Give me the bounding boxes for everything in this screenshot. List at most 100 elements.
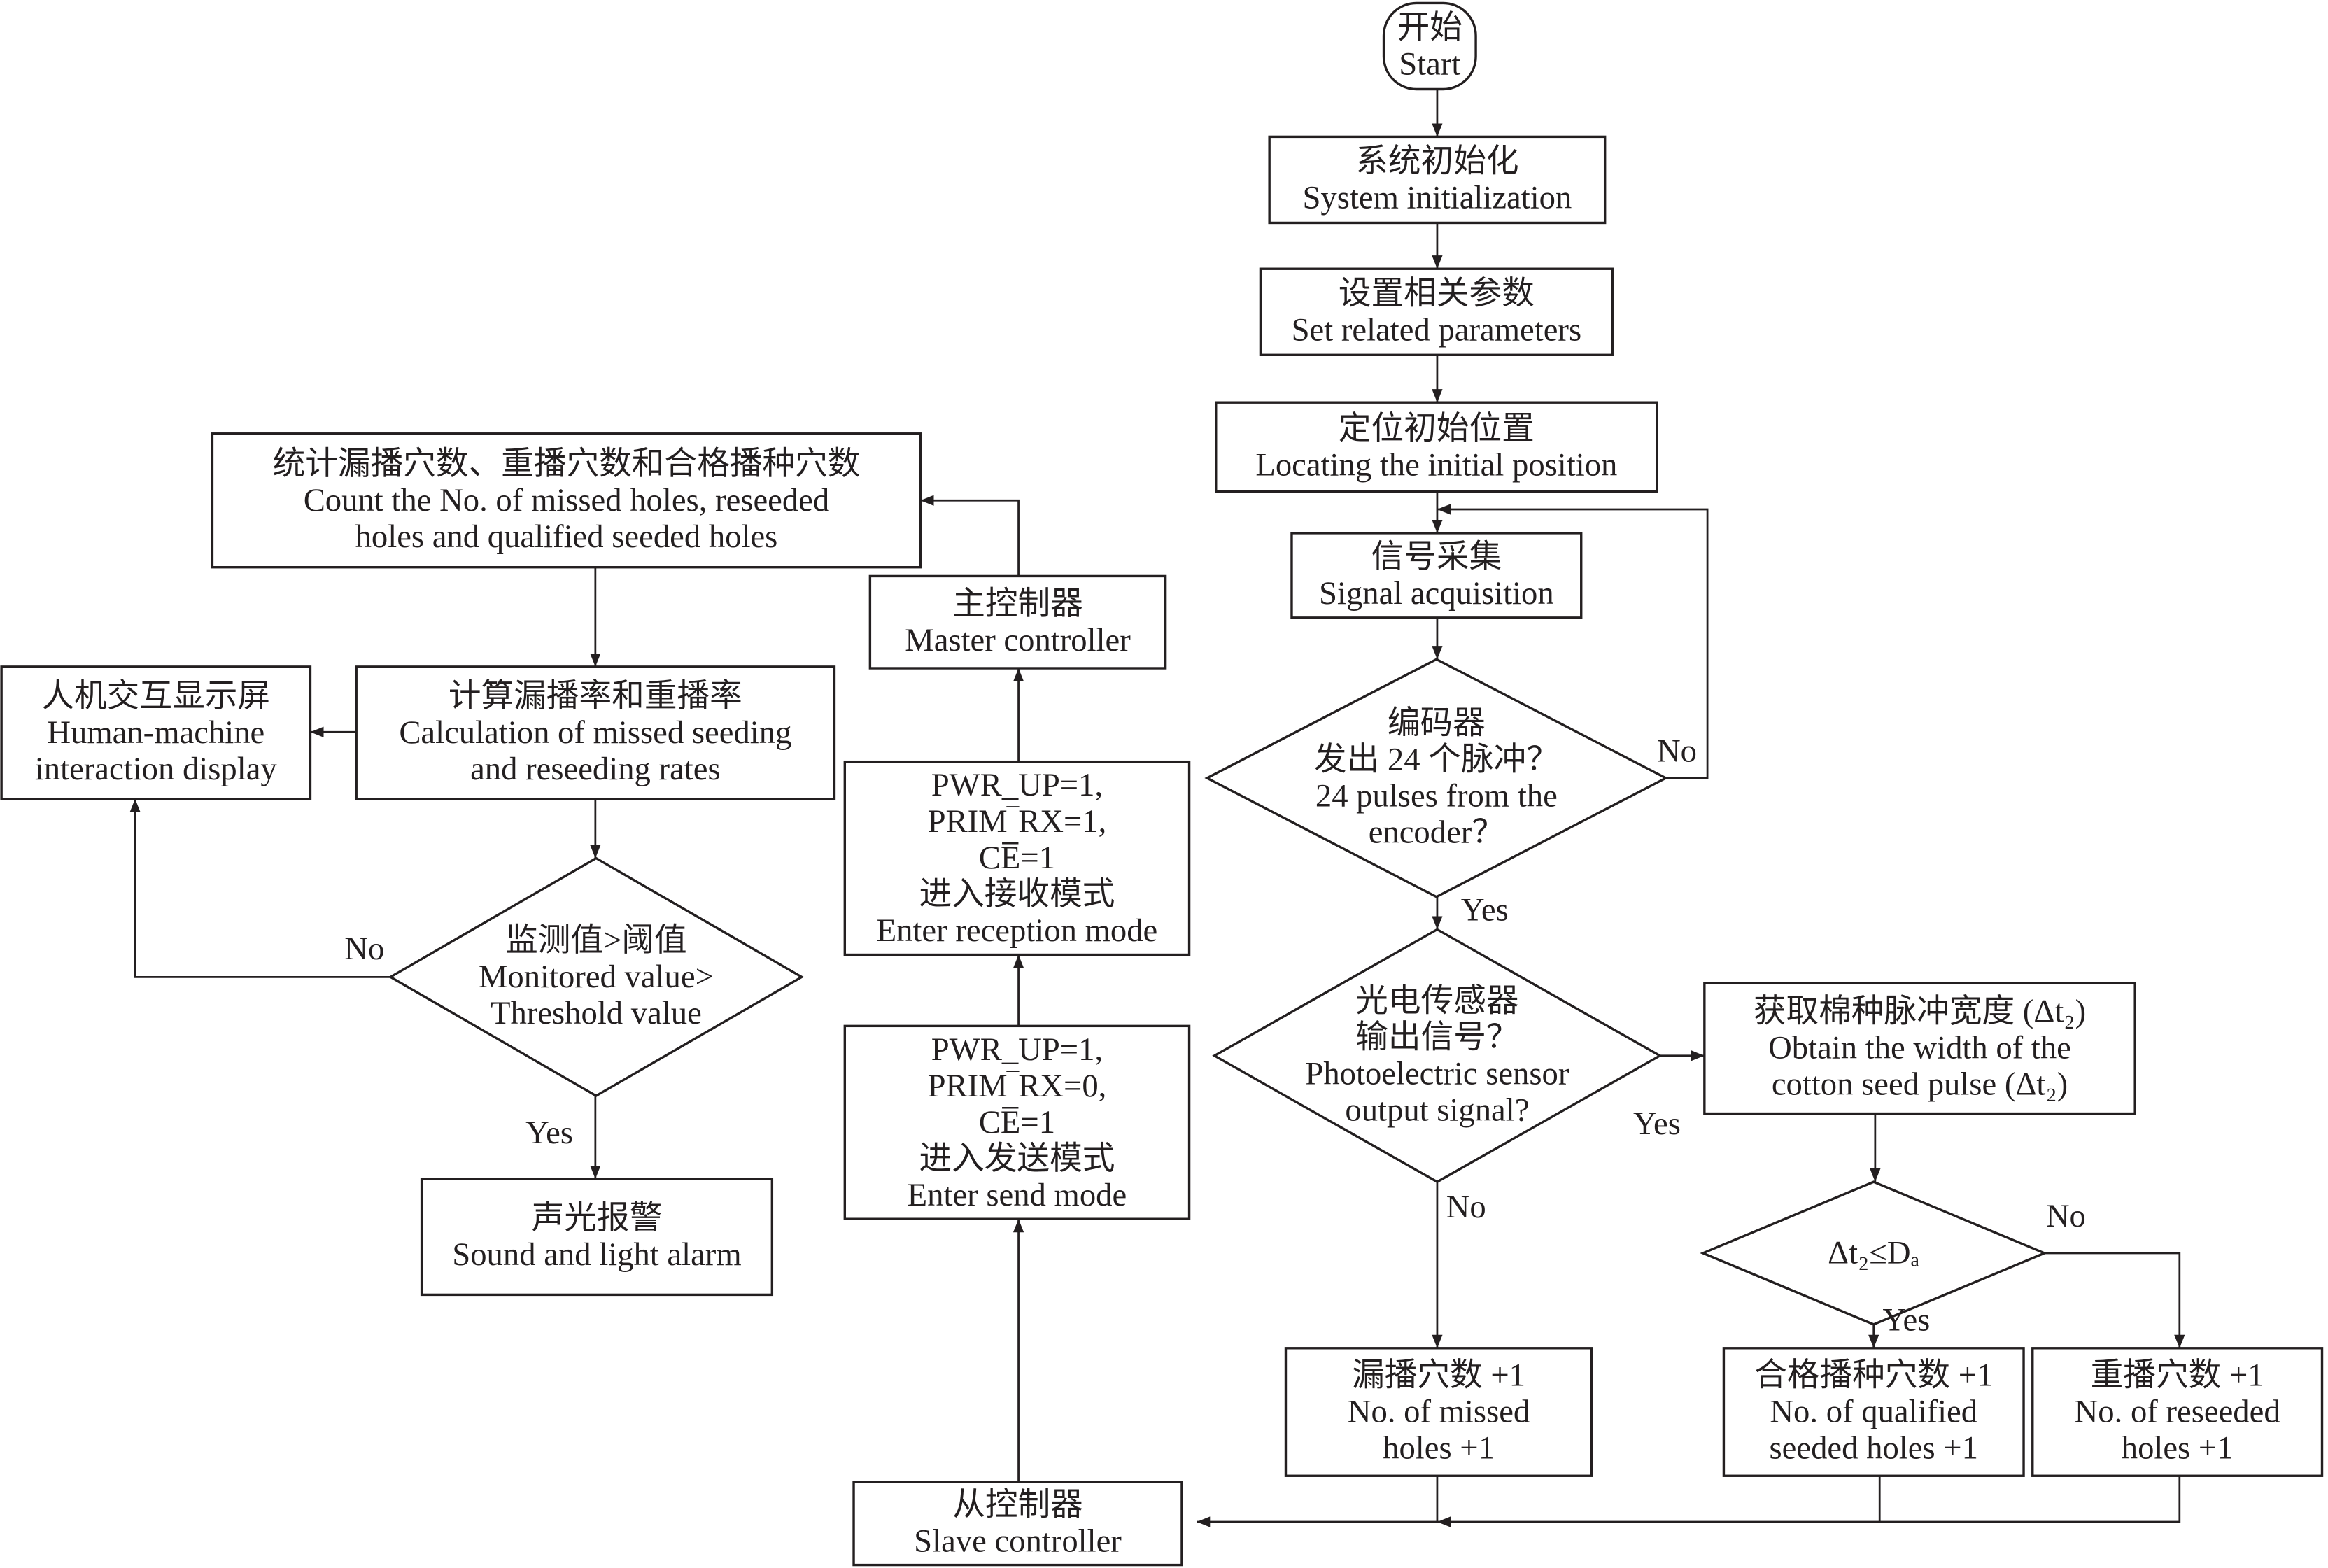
- locate-box: [1215, 401, 1658, 493]
- encoder-text-line: 发出 24 个脉冲？: [1314, 742, 1559, 778]
- count-box: [211, 432, 922, 569]
- cond-no-label: No: [2046, 1198, 2086, 1234]
- hmi-box: [0, 665, 312, 800]
- start-text-line: Start: [1399, 46, 1460, 83]
- recv-text-line: PWR_UP=1,: [931, 767, 1103, 803]
- photo-decision: [1212, 928, 1663, 1184]
- cond-decision: [1700, 1180, 2048, 1326]
- node-cond: Δt₂≤Dₐ: [1700, 1180, 2048, 1326]
- photo-text-line: 输出信号？: [1355, 1019, 1518, 1055]
- reseeded-box: [2031, 1347, 2324, 1477]
- count-text-line: Count the No. of missed holes, reseeded: [304, 482, 830, 518]
- recv-text-line: 进入接收模式: [919, 876, 1115, 912]
- qualified-box: [1722, 1347, 2025, 1477]
- photo-text-line: 光电传感器: [1355, 982, 1518, 1019]
- master-box: [868, 574, 1167, 670]
- send-text-line: CE̅=1: [979, 1104, 1055, 1140]
- send-text-line: 进入发送模式: [919, 1140, 1115, 1177]
- start-text-line: 开始: [1397, 10, 1462, 46]
- alarm-text-line: Sound and light alarm: [452, 1236, 741, 1273]
- photo-yes-label: Yes: [1633, 1106, 1681, 1142]
- connector-arrow: [129, 798, 391, 978]
- send-box: [843, 1024, 1191, 1220]
- slave-text-line: 从控制器: [952, 1487, 1083, 1523]
- recv-box: [843, 760, 1191, 956]
- encoder-no-label: No: [1657, 733, 1697, 770]
- cond-yes-label: Yes: [1882, 1301, 1930, 1338]
- signal-text-line: 信号采集: [1371, 539, 1502, 575]
- missed-box: [1284, 1347, 1593, 1477]
- master-text-line: 主控制器: [952, 586, 1083, 622]
- init-text-line: System initialization: [1302, 179, 1572, 216]
- start-terminator: [1382, 1, 1477, 91]
- qualified-text-line: seeded holes +1: [1770, 1430, 1978, 1467]
- init-text-line: 系统初始化: [1355, 143, 1518, 179]
- threshold-yes-label: Yes: [525, 1115, 573, 1151]
- send-text-line: Enter send mode: [908, 1177, 1127, 1213]
- width-text-line: 获取棉种脉冲宽度 (Δt₂): [1754, 994, 2086, 1030]
- recv-text-line: PRIM‾RX=1,: [928, 803, 1107, 840]
- threshold-decision: [388, 856, 805, 1098]
- alarm-box: [420, 1178, 774, 1297]
- connector-arrow: [920, 495, 1020, 577]
- locate-text-line: 定位初始位置: [1339, 410, 1535, 446]
- params-text-line: Set related parameters: [1292, 311, 1582, 348]
- connector-arrow: [2044, 1252, 2185, 1348]
- connector-arrow: [1197, 1476, 1439, 1527]
- send-text-line: PRIM‾RX=0,: [928, 1068, 1107, 1104]
- init-box: [1268, 135, 1607, 225]
- slave-box: [852, 1481, 1183, 1567]
- master-text-line: Master controller: [905, 622, 1131, 658]
- encoder-yes-label: Yes: [1461, 892, 1509, 928]
- calc-text-line: Calculation of missed seeding: [399, 714, 791, 751]
- width-box: [1703, 982, 2136, 1115]
- reseeded-text-line: 重播穴数 +1: [2091, 1357, 2264, 1394]
- threshold-text-line: 监测值>阈值: [505, 922, 687, 959]
- hmi-text-line: Human-machine: [47, 714, 264, 751]
- hmi-text-line: interaction display: [35, 751, 278, 787]
- hmi-text-line: 人机交互显示屏: [41, 678, 270, 714]
- photo-text-line: Photoelectric sensor: [1305, 1055, 1569, 1092]
- encoder-text-line: 24 pulses from the: [1315, 778, 1558, 814]
- count-text-line: 统计漏播穴数、重播穴数和合格播种穴数: [273, 446, 861, 482]
- photo-text-line: output signal?: [1345, 1092, 1529, 1128]
- qualified-text-line: 合格播种穴数 +1: [1754, 1357, 1993, 1394]
- connector-arrow: [1437, 1476, 2181, 1527]
- connector-arrow: [1437, 504, 1709, 779]
- params-text-line: 设置相关参数: [1339, 275, 1535, 311]
- qualified-text-line: No. of qualified: [1770, 1394, 1977, 1430]
- photo-no-label: No: [1446, 1189, 1486, 1225]
- signal-box: [1290, 532, 1583, 619]
- reseeded-text-line: No. of reseeded: [2075, 1394, 2280, 1430]
- locate-text-line: Locating the initial position: [1255, 446, 1617, 483]
- params-box: [1259, 267, 1614, 356]
- count-text-line: holes and qualified seeded holes: [355, 518, 778, 555]
- send-text-line: PWR_UP=1,: [931, 1031, 1103, 1068]
- threshold-no-label: No: [344, 931, 384, 967]
- slave-text-line: Slave controller: [914, 1523, 1122, 1560]
- recv-text-line: CE̅=1: [979, 840, 1055, 876]
- reseeded-text-line: holes +1: [2122, 1430, 2234, 1467]
- missed-text-line: holes +1: [1383, 1430, 1495, 1467]
- calc-text-line: 计算漏播率和重播率: [449, 678, 742, 714]
- encoder-decision: [1204, 658, 1669, 898]
- threshold-text-line: Monitored value>: [479, 959, 714, 995]
